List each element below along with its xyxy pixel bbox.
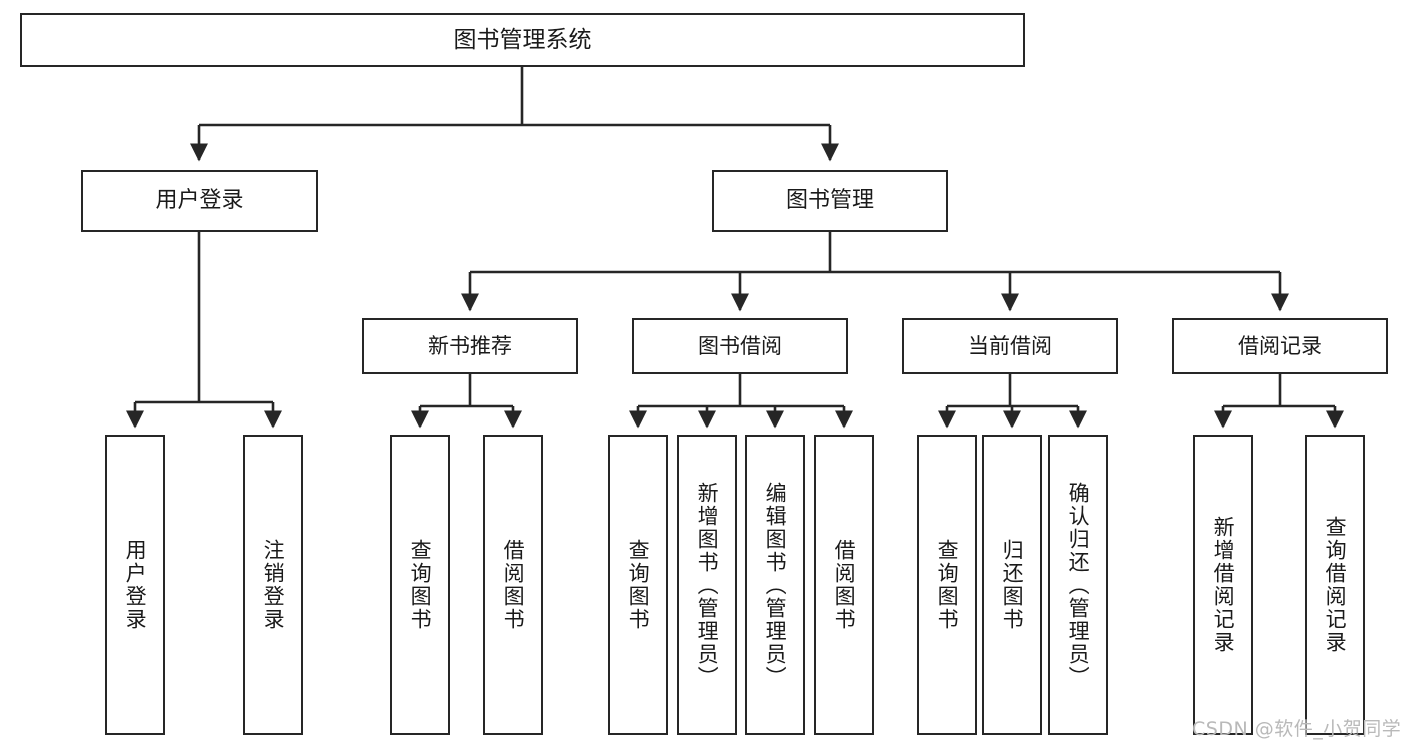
- node-new-book-rec[interactable]: 新书推荐: [362, 318, 578, 374]
- node-label: 用户登录: [155, 188, 244, 214]
- node-leaf-query-record[interactable]: 查询借阅记录: [1305, 435, 1365, 735]
- node-label: 查询图书: [408, 539, 433, 631]
- node-label: 编辑图书（管理员）: [763, 481, 788, 689]
- node-label: 图书管理: [785, 188, 874, 214]
- node-label: 借阅图书: [501, 539, 526, 631]
- node-label: 新增图书（管理员）: [695, 481, 720, 689]
- node-leaf-edit-book[interactable]: 编辑图书（管理员）: [745, 435, 805, 735]
- node-label: 用户登录: [123, 539, 148, 631]
- node-leaf-borrow-book-2[interactable]: 借阅图书: [814, 435, 874, 735]
- node-current-borrow[interactable]: 当前借阅: [902, 318, 1118, 374]
- node-label: 注销登录: [261, 539, 286, 631]
- node-leaf-query-book-3[interactable]: 查询图书: [917, 435, 977, 735]
- node-book-manage[interactable]: 图书管理: [712, 170, 948, 232]
- node-label: 确认归还（管理员）: [1066, 481, 1091, 689]
- node-borrow-record[interactable]: 借阅记录: [1172, 318, 1388, 374]
- node-label: 查询图书: [626, 539, 651, 631]
- node-leaf-query-book-1[interactable]: 查询图书: [390, 435, 450, 735]
- node-user-login[interactable]: 用户登录: [81, 170, 318, 232]
- node-root-system[interactable]: 图书管理系统: [20, 13, 1025, 67]
- node-book-borrow[interactable]: 图书借阅: [632, 318, 848, 374]
- node-leaf-query-book-2[interactable]: 查询图书: [608, 435, 668, 735]
- node-label: 借阅记录: [1238, 333, 1322, 358]
- node-leaf-confirm-return[interactable]: 确认归还（管理员）: [1048, 435, 1108, 735]
- node-leaf-borrow-book-1[interactable]: 借阅图书: [483, 435, 543, 735]
- watermark-text: CSDN @软件_小贺同学: [1192, 718, 1402, 740]
- node-label: 借阅图书: [832, 539, 857, 631]
- node-label: 当前借阅: [968, 333, 1052, 358]
- node-leaf-user-logout[interactable]: 注销登录: [243, 435, 303, 735]
- node-leaf-add-book[interactable]: 新增图书（管理员）: [677, 435, 737, 735]
- node-label: 新书推荐: [428, 333, 512, 358]
- node-label: 新增借阅记录: [1211, 516, 1236, 654]
- node-leaf-add-record[interactable]: 新增借阅记录: [1193, 435, 1253, 735]
- node-label: 查询借阅记录: [1323, 516, 1348, 654]
- node-label: 图书管理系统: [453, 26, 592, 53]
- node-label: 查询图书: [935, 539, 960, 631]
- node-leaf-user-login[interactable]: 用户登录: [105, 435, 165, 735]
- node-label: 图书借阅: [698, 333, 782, 358]
- node-leaf-return-book[interactable]: 归还图书: [982, 435, 1042, 735]
- node-label: 归还图书: [1000, 539, 1025, 631]
